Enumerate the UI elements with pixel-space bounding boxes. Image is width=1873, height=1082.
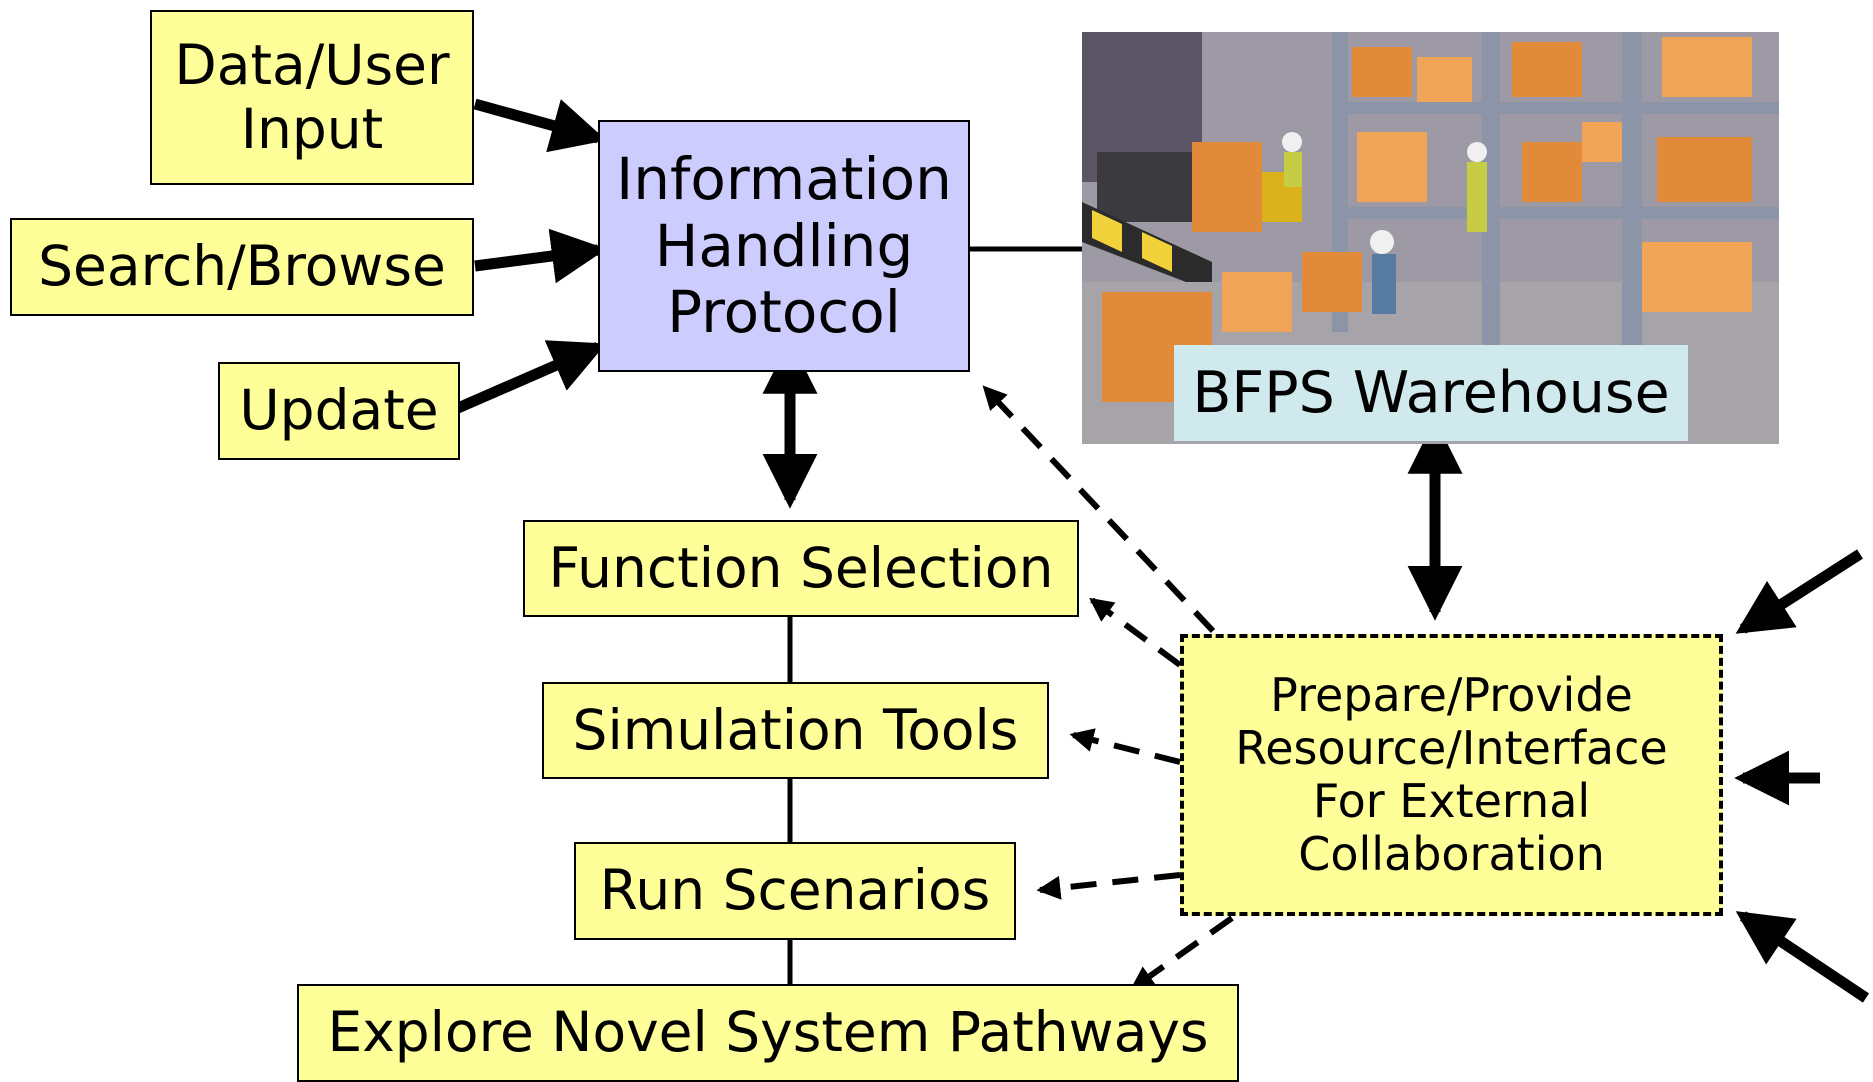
protocol-line-1: Information [616, 144, 952, 213]
external-arrow-top [1735, 549, 1863, 634]
warehouse-image: BFPS Warehouse [1082, 32, 1779, 444]
function-selection-box: Function Selection [523, 520, 1079, 617]
prepare-line-1: Prepare/Provide [1270, 668, 1633, 723]
prepare-line-2: Resource/Interface [1235, 721, 1668, 776]
simulation-tools-label: Simulation Tools [572, 697, 1019, 762]
function-selection-label: Function Selection [548, 535, 1054, 600]
dashed-arrow-to-protocol [982, 385, 1216, 634]
data-user-input-box: Data/User Input [150, 10, 474, 185]
dashed-arrow-to-simulation [1069, 728, 1181, 765]
update-label: Update [239, 378, 439, 443]
update-box: Update [218, 362, 460, 460]
arrow-data-to-protocol [473, 98, 607, 153]
simulation-tools-box: Simulation Tools [542, 682, 1049, 779]
prepare-provide-box: Prepare/Provide Resource/Interface For E… [1180, 634, 1723, 916]
arrow-update-to-protocol [455, 340, 607, 414]
protocol-line-2: Handling [654, 211, 914, 280]
run-scenarios-label: Run Scenarios [599, 858, 991, 923]
explore-pathways-label: Explore Novel System Pathways [327, 1000, 1209, 1065]
dashed-arrow-to-function [1089, 597, 1182, 668]
protocol-line-3: Protocol [667, 278, 901, 347]
prepare-line-3: For External [1312, 774, 1591, 828]
search-browse-label: Search/Browse [38, 234, 446, 299]
dashed-arrow-to-explore [1130, 915, 1234, 991]
warehouse-label: BFPS Warehouse [1174, 345, 1688, 441]
data-user-input-line-1: Data/User [174, 33, 450, 98]
data-user-input-line-2: Input [240, 96, 384, 161]
external-arrow-bottom [1735, 911, 1870, 1003]
prepare-line-4: Collaboration [1298, 826, 1605, 881]
arrow-search-to-protocol [474, 228, 607, 284]
explore-pathways-box: Explore Novel System Pathways [297, 984, 1239, 1082]
dashed-arrow-to-run [1036, 872, 1181, 900]
search-browse-box: Search/Browse [10, 218, 474, 316]
information-handling-protocol-box: Information Handling Protocol [598, 120, 970, 372]
run-scenarios-box: Run Scenarios [574, 842, 1016, 940]
